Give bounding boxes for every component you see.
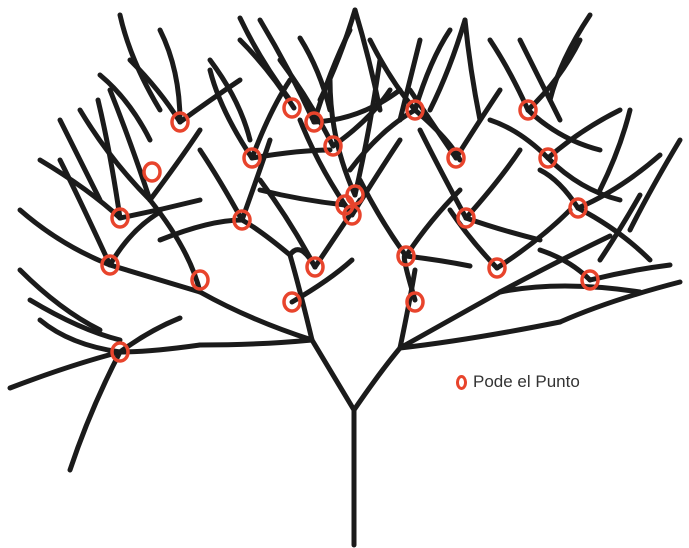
branch-line — [40, 160, 120, 218]
legend-label: Pode el Punto — [473, 372, 580, 392]
branch-line — [110, 265, 200, 292]
red-ring-icon — [456, 375, 467, 390]
legend: Pode el Punto — [456, 372, 580, 392]
branch-line — [350, 110, 415, 170]
branch-line — [600, 110, 630, 190]
branch-line — [180, 80, 240, 122]
branch-line — [466, 150, 520, 218]
branch-line — [500, 286, 640, 292]
branch-line — [590, 265, 670, 280]
branch-line — [406, 190, 460, 256]
branch-line — [355, 10, 380, 110]
branch-line — [120, 15, 160, 110]
branch-line — [354, 348, 400, 410]
branch-line — [200, 150, 242, 220]
branch-line — [70, 352, 120, 470]
branch-line — [360, 180, 406, 256]
pruning-point-marker — [144, 163, 160, 181]
branch-line — [210, 60, 250, 140]
branch-line — [465, 20, 480, 120]
branch-line — [312, 340, 354, 410]
branch-line — [466, 218, 540, 240]
branch-line — [200, 340, 312, 345]
branch-line — [500, 236, 610, 292]
branch-line — [110, 212, 160, 265]
tree-branches — [10, 10, 680, 545]
branch-line — [630, 140, 680, 230]
